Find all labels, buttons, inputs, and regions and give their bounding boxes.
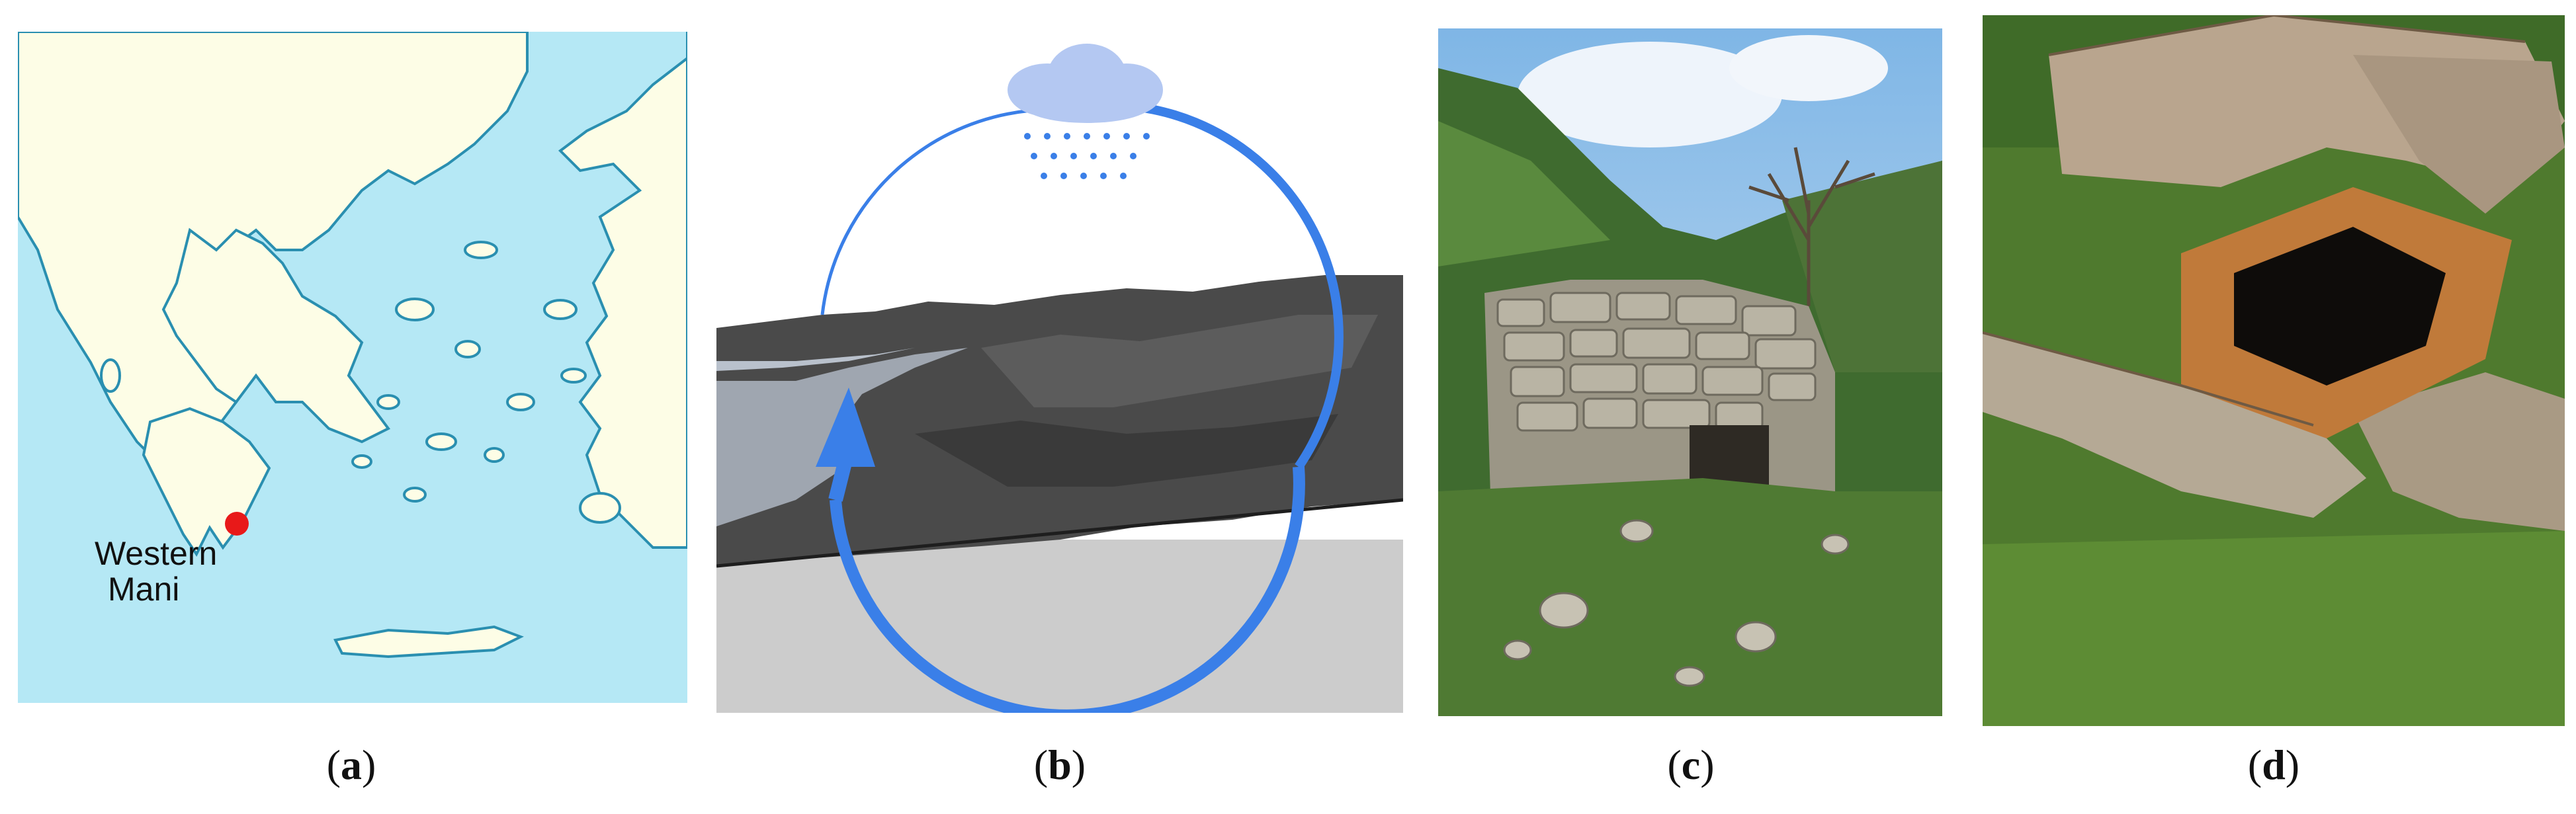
caption-c-letter: c xyxy=(1681,741,1701,788)
caption-d: (d) xyxy=(2247,741,2300,788)
greece-map xyxy=(18,32,687,703)
stone-structure-photo xyxy=(1438,28,1942,716)
cistern-opening-photo xyxy=(1983,15,2565,726)
caption-d-letter: d xyxy=(2262,741,2286,788)
map-panel: Western Mani xyxy=(18,32,687,703)
caption-b-letter: b xyxy=(1048,741,1072,788)
map-label-line2: Mani xyxy=(108,571,180,608)
cycle-arrow-icon xyxy=(820,108,1061,315)
map-location-label: Western Mani xyxy=(95,536,217,607)
map-label-line1: Western xyxy=(95,535,218,572)
water-cycle-diagram xyxy=(716,37,1403,713)
rain-cloud-icon xyxy=(1008,44,1163,179)
caption-c: (c) xyxy=(1667,741,1715,788)
water-cycle-panel xyxy=(716,37,1403,713)
caption-a: (a) xyxy=(326,741,376,788)
location-marker-icon xyxy=(225,512,249,536)
caption-a-letter: a xyxy=(341,741,362,788)
caption-b: (b) xyxy=(1033,741,1086,788)
